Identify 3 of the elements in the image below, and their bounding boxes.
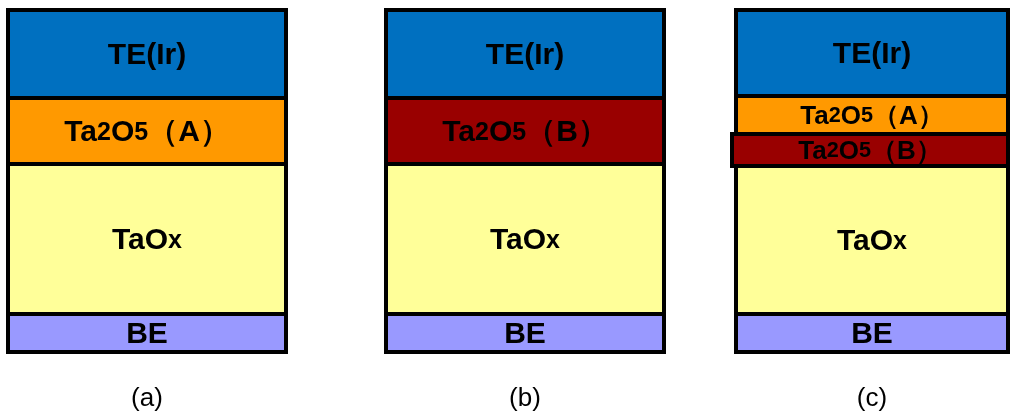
panel-label: (c) — [855, 382, 889, 413]
panel-label: (b) — [508, 382, 542, 413]
panel-label: (a) — [130, 382, 164, 413]
